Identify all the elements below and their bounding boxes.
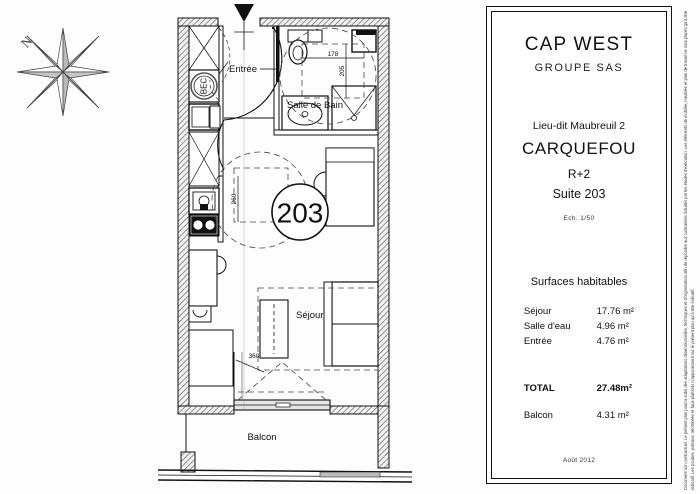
surfaces-heading: Surfaces habitables [530, 275, 628, 288]
total-value: 27.48m² [596, 382, 632, 394]
room-label-salle-de-bain: Salle de Bain [287, 100, 343, 111]
floor-plan-drawing: BEC [150, 0, 420, 494]
address-suite: Suite 203 [552, 187, 606, 202]
address-floor: R+2 [567, 166, 591, 181]
surface-label: Salle d'eau [523, 320, 571, 332]
room-label-balcon: Balcon [247, 432, 276, 443]
balcon-label: Balcon [523, 409, 553, 421]
project-address: Lieu-dit Maubreuil 2 CARQUEFOU R+2 Suite… [492, 118, 666, 224]
surface-label: Séjour [523, 305, 552, 317]
table-row: Salle d'eau 4.96 m² [524, 319, 634, 334]
table-row: Séjour 17.76 m² [524, 304, 634, 319]
table-row: Entrée 4.76 m² [524, 334, 634, 349]
address-city: CARQUEFOU [521, 139, 637, 159]
unit-number-text: 203 [277, 198, 324, 229]
surface-value: 4.96 m² [596, 320, 629, 332]
room-label-entree: Entrée [229, 64, 257, 75]
balcon-value: 4.31 m² [596, 409, 629, 421]
title-block: CAP WEST GROUPE SAS Lieu-dit Maubreuil 2… [486, 6, 672, 484]
legal-disclaimer-text: Document non contractuel. Le présent pla… [683, 10, 695, 490]
unit-number-circle [271, 183, 329, 241]
table-row-total: TOTAL 27.48m² [524, 381, 634, 396]
surface-value: 17.76 m² [596, 305, 635, 317]
table-row-balcon: Balcon 4.31 m² [524, 396, 634, 423]
address-line: Lieu-dit Maubreuil 2 [532, 120, 626, 132]
dimension-bath-width: 178 [328, 51, 339, 58]
compass-rose: N [8, 14, 118, 124]
drawing-date: Août 2012 [562, 457, 596, 464]
room-label-sejour: Séjour [296, 310, 323, 321]
dimension-bath-depth: 205 [339, 65, 346, 76]
legal-disclaimer: Document non contractuel. Le présent pla… [676, 4, 696, 490]
surface-label: Entrée [523, 335, 552, 347]
drawing-scale: Ech. 1/50 [563, 214, 595, 222]
surface-value: 4.76 m² [596, 335, 629, 347]
brand-header: CAP WEST GROUPE SAS [492, 34, 666, 74]
surfaces-table: Séjour 17.76 m² Salle d'eau 4.96 m² Entr… [524, 304, 634, 423]
entry-arrow [234, 4, 254, 22]
dimension-balcony-door: 360 [249, 353, 260, 360]
total-label: TOTAL [523, 382, 555, 394]
brand-subtitle: GROUPE SAS [534, 62, 624, 74]
dimension-kitchen-clear: 260 [231, 193, 238, 204]
brand-name: CAP WEST [524, 34, 634, 55]
appliance-label: BEC [200, 78, 209, 95]
